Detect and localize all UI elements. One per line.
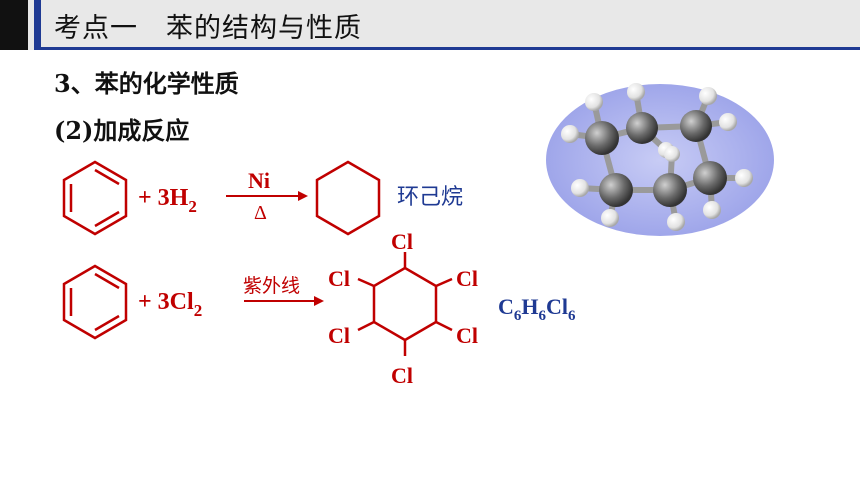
cl-substituent-bottom: Cl — [391, 363, 413, 388]
heat-condition-label: Δ — [254, 202, 267, 224]
cl-substituent-upper-right: Cl — [456, 266, 478, 291]
cl-substituent-top: Cl — [391, 229, 413, 254]
reaction-arrow-1 — [226, 191, 308, 201]
slide-title: 考点一 苯的结构与性质 — [54, 13, 362, 44]
product-name-cyclohexane: 环己烷 — [397, 185, 463, 210]
reagent-h2: + 3H2 — [138, 185, 197, 216]
product-formula-c6h6cl6: C6H6Cl6 — [498, 294, 576, 324]
cl-substituent-lower-left: Cl — [328, 323, 350, 348]
title-bar-underline — [34, 47, 860, 50]
title-bar-black-accent — [0, 0, 28, 50]
uv-condition-label: 紫外线 — [243, 275, 300, 297]
reagent-cl2: + 3Cl2 — [138, 289, 202, 320]
cyclohexane-molecule-image — [546, 83, 774, 236]
benzene-ring-1 — [62, 160, 128, 236]
cyclohexane-ring — [315, 160, 381, 236]
subsection-heading: (2)加成反应 — [54, 116, 190, 145]
benzene-ring-2 — [62, 264, 128, 340]
reaction-arrow-2 — [244, 296, 324, 306]
title-bar-blue-accent — [34, 0, 41, 50]
cl-substituent-lower-right: Cl — [456, 323, 478, 348]
catalyst-label: Ni — [248, 168, 270, 193]
title-bar: 考点一 苯的结构与性质 — [0, 0, 860, 50]
section-heading: 3、苯的化学性质 — [54, 69, 239, 98]
hexachlorocyclohexane-ring — [357, 252, 453, 356]
cl-substituent-upper-left: Cl — [328, 266, 350, 291]
